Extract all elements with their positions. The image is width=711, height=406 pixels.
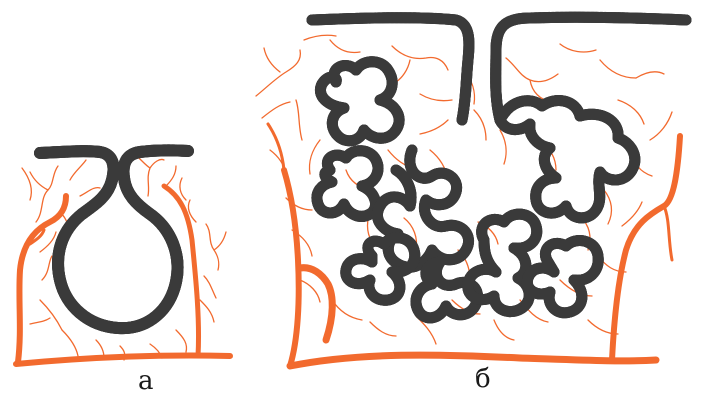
panel-a-epithelium: [40, 150, 188, 328]
panel-a-vessels: [16, 186, 230, 364]
panel-b-epithelium: [312, 17, 686, 318]
panel-b-complex-gland: [256, 17, 686, 366]
caption-a: а: [138, 368, 154, 394]
caption-b: б: [475, 366, 491, 392]
panel-a-simple-gland: [16, 150, 230, 364]
